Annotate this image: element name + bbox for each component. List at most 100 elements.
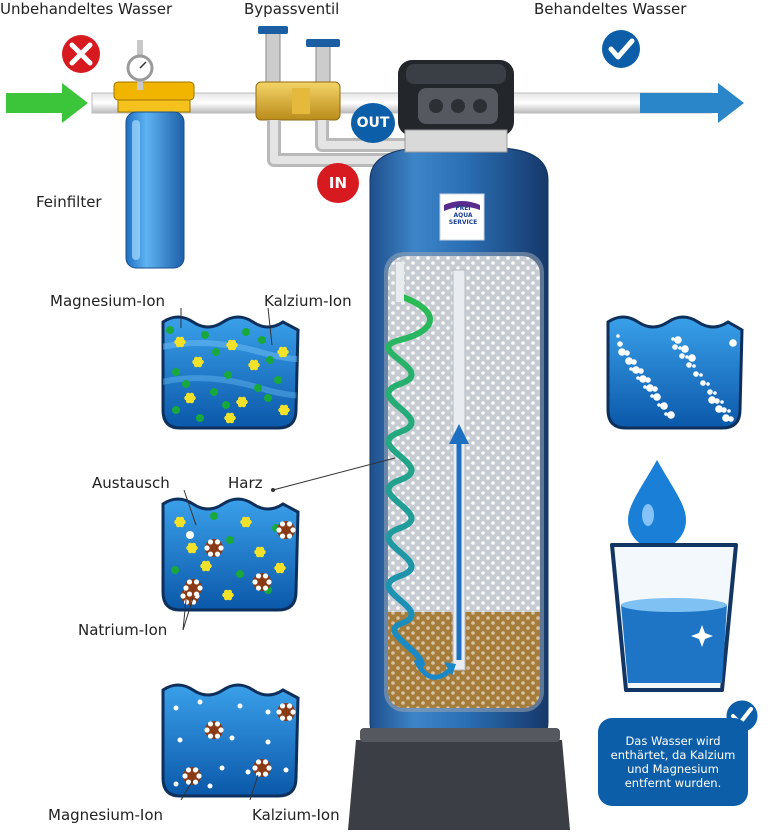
bubble: [693, 371, 699, 377]
magnesium-ion: [210, 388, 218, 396]
inflow-arrow-icon: [6, 83, 88, 123]
ions-box-3: [173, 699, 296, 789]
magnesium-ion: [264, 394, 272, 402]
resin-bead: [252, 573, 272, 591]
sodium-ion: [265, 709, 271, 715]
magnesium-ion: [242, 328, 250, 336]
calcium-ion-label-top: Kalzium-Ion: [264, 292, 352, 310]
ions-box-1: [166, 326, 290, 424]
bubble: [720, 400, 724, 404]
fine-filter-label: Feinfilter: [36, 193, 102, 211]
brand-logo: FREI AQUA SERVICE: [447, 205, 479, 226]
magnesium-ion-label-bottom: Magnesium-Ion: [48, 806, 164, 824]
bubble: [674, 336, 682, 344]
label-leaders: [180, 307, 273, 801]
calcium-ion: [184, 392, 196, 404]
calcium-ion: [224, 412, 236, 424]
magnesium-ion: [201, 331, 209, 339]
magnesium-ion: [172, 368, 180, 376]
sodium-ion: [229, 735, 235, 741]
tank-window: [384, 252, 544, 712]
treated-water-label: Behandeltes Wasser: [534, 0, 687, 18]
bubble: [708, 396, 716, 404]
exchange-label: Austausch: [92, 474, 170, 492]
magnesium-ion: [182, 380, 190, 388]
bubble: [664, 412, 668, 416]
resin-bead: [252, 759, 272, 777]
bubble: [618, 348, 626, 356]
untreated-water-label: Unbehandeltes Wasser: [0, 0, 173, 18]
resin-bead: [204, 539, 224, 557]
resin-bead: [276, 703, 296, 721]
bubble: [660, 402, 668, 410]
resin-bead: [276, 521, 296, 539]
sodium-ion: [245, 769, 251, 775]
checkmark-icon: [602, 30, 640, 68]
bubble: [713, 391, 717, 395]
bubble: [616, 334, 620, 338]
magnesium-ion: [254, 384, 262, 392]
calcium-ion: [248, 359, 260, 371]
sodium-ion: [283, 767, 289, 773]
magnesium-ion: [210, 512, 218, 520]
bubble: [632, 366, 640, 374]
bubble: [636, 376, 640, 380]
resin-water-sample: [161, 683, 300, 798]
bubble: [692, 364, 696, 368]
bubble: [686, 362, 692, 368]
calcium-ion: [186, 542, 198, 554]
water-drop-icon: [628, 460, 686, 549]
bubble: [650, 394, 654, 398]
sodium-ion-label: Natrium-Ion: [78, 621, 168, 639]
water-glass-icon: [610, 543, 738, 692]
bubble: [625, 357, 633, 365]
bubble: [617, 341, 623, 347]
outflow-pipe-segment: [640, 93, 700, 113]
magnesium-ion: [258, 336, 266, 344]
bubble: [699, 373, 703, 377]
bubble: [729, 339, 737, 347]
magnesium-ion: [224, 371, 232, 379]
calcium-ion: [236, 396, 248, 408]
magnesium-ion: [172, 406, 180, 414]
sodium-ion: [173, 781, 179, 787]
outflow-arrow-icon: [698, 83, 744, 123]
magnesium-ion: [196, 414, 204, 422]
calcium-ion: [274, 562, 286, 574]
calcium-ion: [277, 346, 289, 358]
bubble: [646, 384, 654, 392]
sodium-ion: [197, 699, 203, 705]
sodium-ion: [207, 783, 213, 789]
calcium-ion-label-bottom: Kalzium-Ion: [252, 806, 340, 824]
bubble: [629, 367, 633, 371]
bubble: [679, 353, 685, 359]
sodium-ion: [237, 703, 243, 709]
brand-line-2: AQUA: [453, 212, 473, 219]
bubble: [639, 375, 647, 383]
bubble: [671, 337, 675, 341]
bypass-valve-label: Bypassventil: [244, 0, 340, 18]
brand-line-3: SERVICE: [448, 219, 478, 226]
in-tag: IN: [317, 163, 359, 203]
out-tag: OUT: [351, 103, 395, 143]
calcium-ion: [192, 356, 204, 368]
bubble: [688, 354, 696, 362]
resin-bead: [182, 767, 202, 785]
sodium-ion: [265, 739, 271, 745]
bubble: [707, 389, 713, 395]
magnesium-ion: [274, 376, 282, 384]
bubble: [678, 346, 682, 350]
sodium-ion: [186, 531, 194, 539]
calcium-ion: [240, 516, 252, 528]
fine-filter: [113, 40, 195, 269]
x-mark-icon: [62, 35, 100, 73]
magnesium-ion: [222, 401, 230, 409]
bubble: [643, 385, 647, 389]
bypass-valve: [255, 26, 341, 121]
bubble: [672, 344, 678, 350]
bubble: [667, 411, 675, 419]
bubbles-box-4: [616, 334, 737, 422]
sodium-ion: [219, 765, 225, 771]
magnesium-ion-label-top: Magnesium-Ion: [50, 292, 166, 310]
